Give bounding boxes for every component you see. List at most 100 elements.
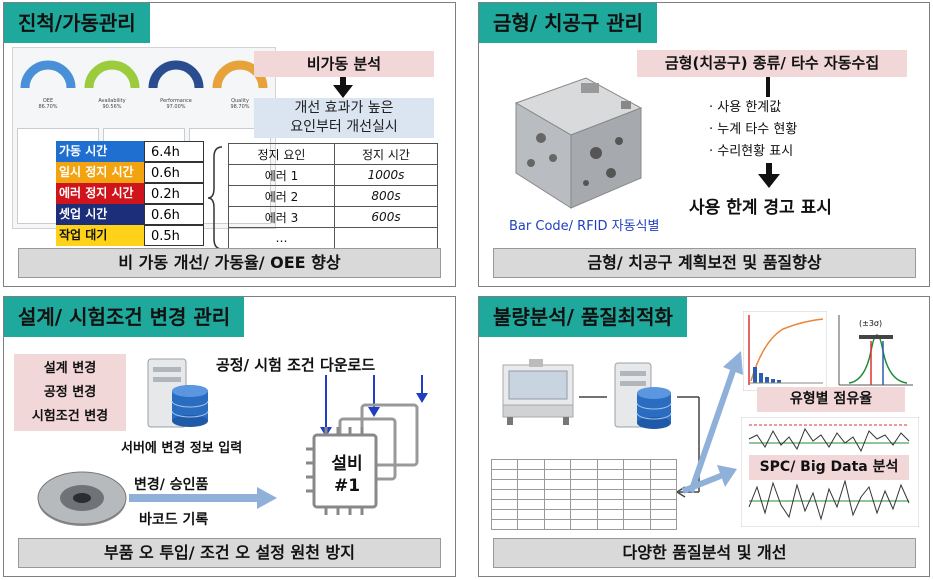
- table-row: 에러 3 600s: [228, 206, 438, 228]
- gauge-quality-label: Quality: [231, 98, 249, 104]
- bullet-repair-status: · 수리현황 표시: [709, 144, 794, 159]
- usage-limit-warning: 사용 한계 경고 표시: [689, 198, 832, 218]
- legend-row-error: 에러 정지 시간 0.2h: [56, 183, 206, 204]
- quality-panel-title: 불량분석/ 품질최적화: [479, 297, 687, 337]
- stop-table-header-time: 정지 시간: [334, 143, 438, 165]
- legend-value-pause: 0.6h: [144, 162, 204, 183]
- table-row: [490, 509, 678, 520]
- design-panel-title: 설계/ 시험조건 변경 관리: [4, 297, 245, 337]
- server-input-label: 서버에 변경 정보 입력: [121, 441, 243, 456]
- stop-table-header-row: 정지 요인 정지 시간: [228, 143, 438, 165]
- arrow-right-icon: [129, 487, 277, 509]
- table-row: [490, 479, 678, 490]
- gauge-oee: OEE 86.70%: [19, 54, 77, 124]
- server-icon: [147, 358, 209, 428]
- gauge-performance-value: 97.00%: [166, 104, 186, 110]
- distribution-chart: [838, 315, 913, 386]
- table-cell: 800s: [334, 185, 438, 207]
- arrow-down-icon: [758, 163, 780, 188]
- gauge-performance: Performance 97.00%: [147, 54, 205, 124]
- bullet-usage-limit: · 사용 한계값: [709, 100, 782, 115]
- gauge-quality-value: 98.70%: [230, 104, 250, 110]
- legend-row-waiting: 작업 대기 0.5h: [56, 225, 206, 246]
- legend-value-operating: 6.4h: [144, 141, 204, 162]
- gauge-oee-label: OEE: [42, 98, 54, 104]
- mold-image: [514, 77, 643, 209]
- gauge-performance-label: Performance: [160, 98, 192, 104]
- downtime-analysis-box: 비가동 분석: [254, 51, 434, 77]
- legend-row-setup: 셋업 시간 0.6h: [56, 204, 206, 225]
- brace-icon: [207, 146, 223, 250]
- change-item-process: 공정 변경: [43, 385, 97, 400]
- sigma-label: (±3σ): [859, 319, 883, 328]
- server-icon: [614, 362, 672, 429]
- spc-bigdata-box: SPC/ Big Data 분석: [749, 455, 909, 480]
- change-item-design: 설계 변경: [43, 361, 97, 376]
- design-panel: 설계/ 시험조건 변경 관리 설계 변경 공정 변경 시험조건 변경 서버에 변…: [3, 296, 456, 577]
- table-cell: 에러 3: [228, 206, 335, 228]
- gauge-quality: Quality 98.70%: [211, 54, 269, 124]
- arrow-down-icon: [333, 77, 353, 98]
- arrow-right-icon: [681, 465, 737, 494]
- legend-value-error: 0.2h: [144, 183, 204, 204]
- mold-panel-footer: 금형/ 치공구 계획보전 및 품질향상: [493, 248, 916, 278]
- type-share-box: 유형별 점유율: [757, 387, 905, 412]
- legend-label-error: 에러 정지 시간: [56, 183, 144, 204]
- table-row: [490, 489, 678, 500]
- quality-panel-footer: 다양한 품질분석 및 개선: [493, 538, 916, 568]
- legend-label-operating: 가동 시간: [56, 141, 144, 162]
- measurement-table: [490, 459, 678, 530]
- table-row: [490, 519, 678, 530]
- table-row: …: [228, 227, 438, 249]
- table-row: [490, 469, 678, 480]
- gauge-availability-value: 90.56%: [102, 104, 122, 110]
- barcode-rfid-label: Bar Code/ RFID 자동식별: [509, 219, 660, 234]
- table-cell: …: [228, 227, 335, 249]
- progress-panel-title: 진척/가동관리: [4, 3, 150, 43]
- legend-label-waiting: 작업 대기: [56, 225, 144, 246]
- barcode-record-label: 바코드 기록: [139, 512, 209, 528]
- quality-panel: 불량분석/ 품질최적화: [478, 296, 930, 577]
- approved-parts-label: 변경/ 승인품: [134, 477, 209, 493]
- time-legend: 가동 시간 6.4h 일시 정지 시간 0.6h 에러 정지 시간 0.2h 셋…: [56, 141, 206, 251]
- gauge-oee-icon: [20, 60, 76, 89]
- change-item-test-condition: 시험조건 변경: [31, 409, 109, 424]
- stop-reason-table: 정지 요인 정지 시간 에러 1 1000s 에러 2 800s 에러 3 60…: [228, 143, 438, 249]
- table-row: [490, 499, 678, 510]
- legend-row-pause: 일시 정지 시간 0.6h: [56, 162, 206, 183]
- gauge-quality-icon: [212, 60, 268, 89]
- change-list-box: 설계 변경 공정 변경 시험조건 변경: [14, 354, 126, 431]
- mold-panel: 금형/ 치공구 관리 Bar Code/ RFID 자동식별 금형(치공구) 종…: [478, 2, 930, 287]
- legend-value-waiting: 0.5h: [144, 225, 204, 246]
- table-row: 에러 1 1000s: [228, 164, 438, 186]
- table-cell: 에러 2: [228, 185, 335, 207]
- table-cell: [334, 227, 438, 249]
- table-cell: 600s: [334, 206, 438, 228]
- gauge-performance-icon: [148, 60, 204, 89]
- table-cell: 1000s: [334, 164, 438, 186]
- connector-line: [766, 77, 770, 97]
- gauge-availability-label: Availability: [98, 98, 126, 104]
- inspection-machine-image: [502, 359, 574, 425]
- equipment-chip-icon: [306, 403, 419, 515]
- equipment-label: 설비 #1: [331, 454, 363, 496]
- brake-disc-image: [37, 471, 127, 526]
- stop-table-header-reason: 정지 요인: [228, 143, 335, 165]
- table-row: 에러 2 800s: [228, 185, 438, 207]
- pareto-chart: [743, 311, 827, 391]
- arrow-up-right-icon: [688, 351, 743, 493]
- improvement-note-text: 개선 효과가 높은 요인부터 개선실시: [290, 100, 398, 135]
- download-label: 공정/ 시험 조건 다운로드: [216, 356, 376, 374]
- improvement-note-box: 개선 효과가 높은 요인부터 개선실시: [254, 98, 434, 138]
- gauge-availability: Availability 90.56%: [83, 54, 141, 124]
- progress-panel: 진척/가동관리 OEE 86.70% Availability 90.56% P…: [3, 2, 456, 287]
- auto-collect-box: 금형(치공구) 종류/ 타수 자동수집: [637, 50, 907, 77]
- legend-value-setup: 0.6h: [144, 204, 204, 225]
- gauge-row: OEE 86.70% Availability 90.56% Performan…: [13, 50, 275, 126]
- table-cell: 에러 1: [228, 164, 335, 186]
- mold-bullet-list: · 사용 한계값 · 누계 타수 현황 · 수리현황 표시: [709, 97, 859, 163]
- legend-label-setup: 셋업 시간: [56, 204, 144, 225]
- mold-panel-title: 금형/ 치공구 관리: [479, 3, 658, 43]
- gauge-availability-icon: [84, 60, 140, 89]
- legend-row-operating: 가동 시간 6.4h: [56, 141, 206, 162]
